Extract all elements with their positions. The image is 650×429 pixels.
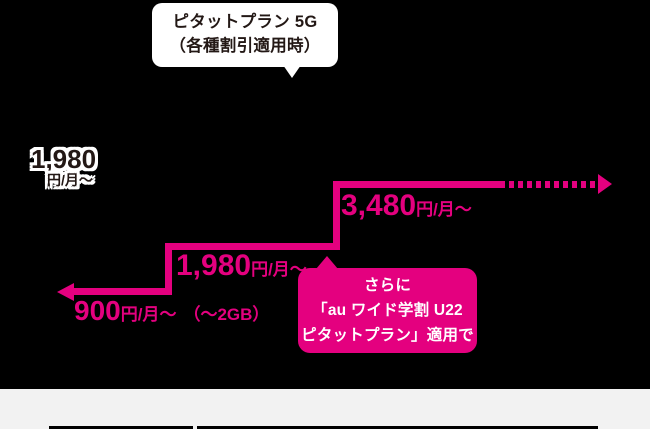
callout-pointer-icon — [316, 256, 338, 269]
plan-title-line2: （各種割引適用時） — [169, 37, 321, 55]
tier3-unit: 円/月～ — [416, 200, 472, 219]
step-line-segment-low — [72, 288, 172, 295]
discounted-price-amount: 1,980 — [31, 144, 97, 174]
table-top-border-right-column — [197, 426, 598, 429]
step-line-left-arrow-icon — [57, 283, 74, 301]
step-line-segment-high — [333, 181, 500, 188]
discounted-price-label: 1,980 円/月～ — [31, 144, 97, 189]
tier1-note: （～2GB） — [183, 305, 270, 324]
tier3-amount: 3,480 — [341, 189, 417, 222]
price-label-tier1: 900円/月～ （～2GB） — [74, 295, 269, 327]
callout-line1: さらに — [363, 277, 412, 294]
step-line-riser-2 — [333, 181, 340, 250]
price-label-tier2: 1,980円/月～ — [176, 249, 307, 283]
callout-line2: 「au ワイド学割 U22 — [312, 302, 463, 319]
tier2-amount: 1,980 — [176, 249, 252, 282]
tier1-amount: 900 — [74, 295, 121, 326]
table-top-border-left-column — [49, 426, 193, 429]
plan-title-line1: ピタットプラン 5G — [172, 13, 318, 32]
tier2-unit: 円/月～ — [251, 260, 307, 279]
step-line-riser-1 — [165, 243, 172, 295]
footer-strip — [0, 389, 650, 429]
tier1-unit: 円/月～ — [120, 305, 177, 324]
discounted-price-unit: 円/月～ — [47, 172, 93, 189]
step-line-segment-middle — [165, 243, 340, 250]
callout-line3: ピタットプラン」適用で — [301, 327, 474, 344]
plan-title-bubble: ピタットプラン 5G （各種割引適用時） — [152, 3, 338, 67]
price-label-tier3: 3,480円/月～ — [341, 189, 472, 223]
step-line-dotted-segment — [500, 181, 598, 188]
step-line-right-arrow-icon — [598, 174, 612, 194]
student-discount-callout: さらに 「au ワイド学割 U22 ピタットプラン」適用で — [298, 268, 477, 353]
bubble-tail — [283, 65, 301, 78]
